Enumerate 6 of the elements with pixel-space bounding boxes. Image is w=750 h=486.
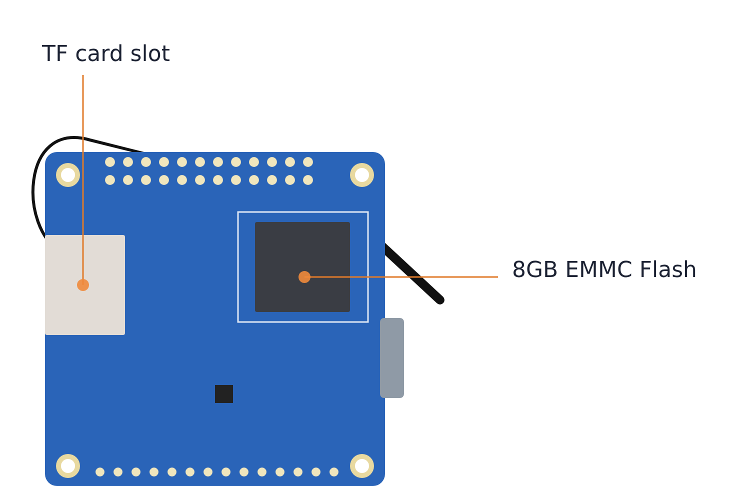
card-slot — [45, 235, 125, 335]
callout-label: 8GB EMMC Flash — [512, 258, 698, 283]
callout-label: TF card slot — [42, 42, 170, 67]
leader-line — [77, 75, 89, 291]
memory-chip — [255, 222, 350, 312]
leader-line — [298, 271, 498, 283]
